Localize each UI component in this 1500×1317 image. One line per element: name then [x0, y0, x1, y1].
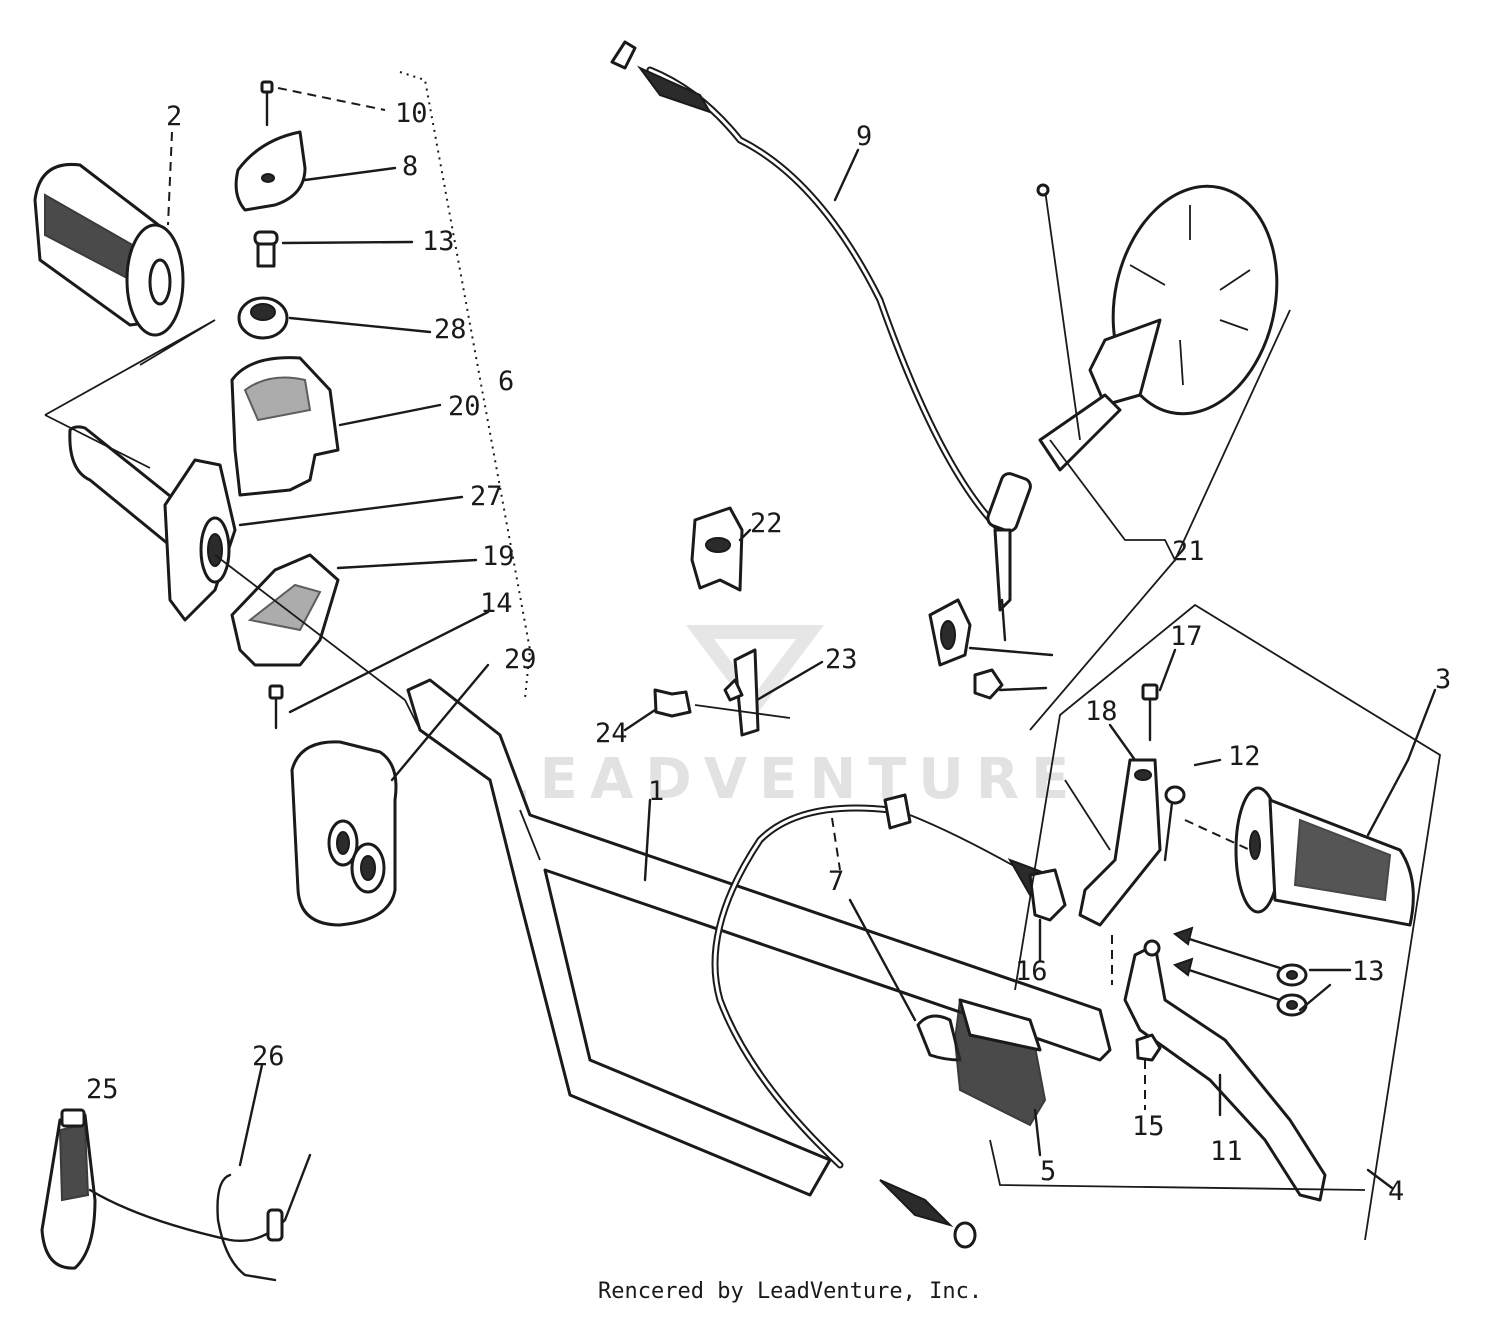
part-screw-14[interactable] — [268, 684, 284, 730]
bracket-21-b — [1029, 559, 1176, 731]
callout-12: 12 — [1228, 741, 1261, 772]
part-mirror-21[interactable] — [986, 171, 1298, 642]
callout-25: 25 — [86, 1074, 119, 1105]
part-wire-26[interactable] — [88, 1063, 312, 1282]
watermark-logo-icon — [685, 625, 825, 717]
part-right-grip[interactable] — [1234, 786, 1415, 927]
callout-21: 21 — [1172, 536, 1205, 567]
bracket-6 — [399, 71, 532, 699]
bracket-4-b — [989, 1139, 1366, 1191]
part-nut-15[interactable] — [1135, 1033, 1162, 1062]
part-left-grip[interactable] — [33, 162, 185, 337]
assembly-line-3 — [1184, 819, 1251, 851]
part-lever-holder-18[interactable] — [1078, 758, 1162, 927]
callout-22: 22 — [750, 508, 783, 539]
callout-24: 24 — [595, 718, 628, 749]
part-clip-22[interactable] — [690, 506, 744, 592]
leader-4 — [1366, 1168, 1394, 1190]
assembly-line-23 — [694, 704, 791, 719]
leader-3-a — [1406, 688, 1437, 762]
part-bolt-17[interactable] — [1141, 683, 1159, 742]
callout-13-right: 13 — [1352, 956, 1385, 987]
part-screw-10[interactable] — [260, 80, 274, 127]
part-adjuster-16[interactable] — [1028, 868, 1067, 922]
part-cover-8[interactable] — [234, 130, 307, 212]
leader-2 — [167, 131, 173, 226]
callout-28: 28 — [434, 314, 467, 345]
part-cable-9[interactable] — [610, 40, 1004, 534]
leader-12 — [1193, 758, 1222, 767]
assembly-line-left-2 — [44, 414, 151, 469]
callout-5: 5 — [1040, 1156, 1056, 1187]
credit-text: Rencered by LeadVenture, Inc. — [598, 1279, 982, 1304]
leader-3-b — [1366, 758, 1410, 837]
part-clamp-23[interactable] — [723, 648, 760, 737]
leader-22 — [738, 528, 752, 542]
leader-5 — [1033, 1108, 1042, 1157]
callout-14: 14 — [480, 588, 513, 619]
leader-9 — [833, 148, 860, 202]
assembly-line-left — [44, 319, 216, 416]
callout-3: 3 — [1435, 664, 1451, 695]
assembly-line-left-3 — [214, 554, 406, 701]
watermark-text: LEADVENTURE — [492, 747, 1081, 812]
callout-8: 8 — [402, 151, 418, 182]
leader-17 — [1158, 648, 1177, 692]
callout-23: 23 — [825, 644, 858, 675]
leader-13b — [1298, 983, 1332, 1012]
callout-26: 26 — [252, 1041, 285, 1072]
leader-7 — [831, 817, 841, 871]
part-housing-19[interactable] — [230, 553, 340, 667]
bracket-4 — [1014, 603, 1441, 1241]
part-housing-20[interactable] — [230, 356, 340, 497]
callout-19: 19 — [482, 541, 515, 572]
bracket-21 — [1049, 309, 1291, 563]
part-bolt-13[interactable] — [253, 230, 279, 268]
callout-11: 11 — [1210, 1136, 1243, 1167]
callout-10: 10 — [395, 98, 428, 129]
part-cover-29[interactable] — [290, 740, 398, 927]
leader-18 — [1108, 723, 1137, 762]
part-mirror-nut[interactable] — [928, 598, 1054, 700]
part-throttle-tube-27[interactable] — [68, 425, 237, 622]
callout-13-left: 13 — [422, 226, 455, 257]
part-bolt-12[interactable] — [1163, 785, 1186, 862]
part-lever-11[interactable] — [1123, 939, 1327, 1202]
part-kill-switch-25[interactable] — [40, 1108, 97, 1270]
leader-1 — [643, 798, 652, 882]
callout-6: 6 — [498, 366, 514, 397]
callout-1: 1 — [648, 776, 664, 807]
callout-4: 4 — [1388, 1176, 1404, 1207]
callout-17: 17 — [1170, 621, 1203, 652]
part-bolt-24[interactable] — [653, 688, 692, 718]
callout-9: 9 — [856, 121, 872, 152]
callout-16: 16 — [1015, 956, 1048, 987]
leader-7-b — [848, 898, 917, 1022]
callout-7: 7 — [828, 866, 844, 897]
assembly-line-4 — [1064, 779, 1111, 851]
leader-24 — [623, 708, 657, 732]
callout-29: 29 — [504, 644, 537, 675]
callout-15: 15 — [1132, 1111, 1165, 1142]
part-cable-7[interactable] — [711, 793, 1062, 1249]
part-adjuster-28[interactable] — [237, 296, 289, 340]
callout-27: 27 — [470, 481, 503, 512]
callout-2: 2 — [166, 101, 182, 132]
leaders-left — [238, 87, 490, 782]
callout-labels: 1 2 3 4 5 6 7 8 9 10 11 12 13 13 14 15 1… — [86, 98, 1451, 1207]
arrows-13 — [1172, 926, 1282, 1002]
part-master-cylinder-5[interactable] — [916, 998, 1047, 1127]
part-handlebar[interactable] — [404, 678, 1112, 1197]
watermark: LEADVENTURE — [492, 625, 1081, 812]
callout-18: 18 — [1085, 696, 1118, 727]
leader-23 — [755, 660, 824, 702]
callout-20: 20 — [448, 391, 481, 422]
